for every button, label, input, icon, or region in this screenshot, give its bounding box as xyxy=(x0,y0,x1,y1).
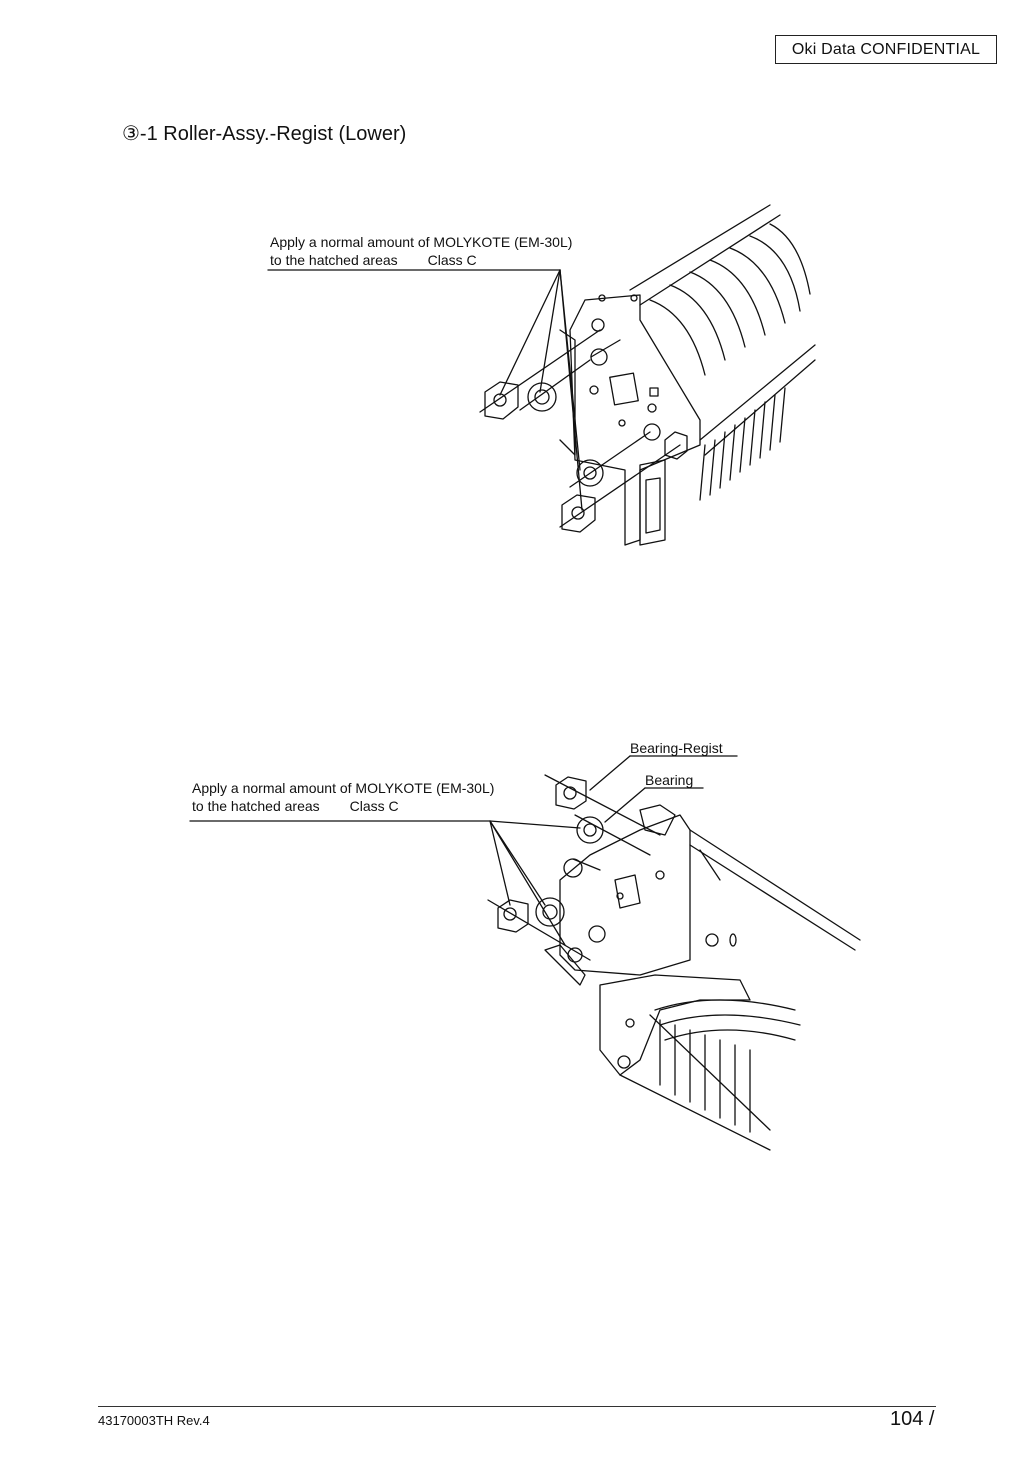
bearing-regist-label: Bearing-Regist xyxy=(630,740,723,756)
figure2-note-line1: Apply a normal amount of MOLYKOTE (EM-30… xyxy=(192,780,495,796)
footer-divider xyxy=(98,1406,936,1407)
document-id: 43170003TH Rev.4 xyxy=(98,1413,210,1428)
figure2-illustration xyxy=(189,755,861,1151)
figure2-note-class: Class C xyxy=(349,798,399,814)
figure1-note-line1: Apply a normal amount of MOLYKOTE (EM-30… xyxy=(270,234,573,250)
confidential-label: Oki Data CONFIDENTIAL xyxy=(775,35,997,64)
figure1-note-line2: to the hatched areas xyxy=(270,252,398,268)
figure1-illustration xyxy=(267,204,816,546)
figure1-note-class: Class C xyxy=(427,252,477,268)
section-title: ③-1 Roller-Assy.-Regist (Lower) xyxy=(122,123,407,145)
figure2-note: Apply a normal amount of MOLYKOTE (EM-30… xyxy=(192,779,494,815)
figure1-note: Apply a normal amount of MOLYKOTE (EM-30… xyxy=(270,233,572,269)
page-number: 104 / xyxy=(890,1408,935,1430)
figure2-note-line2: to the hatched areas xyxy=(192,798,320,814)
bearing-label: Bearing xyxy=(645,772,694,788)
